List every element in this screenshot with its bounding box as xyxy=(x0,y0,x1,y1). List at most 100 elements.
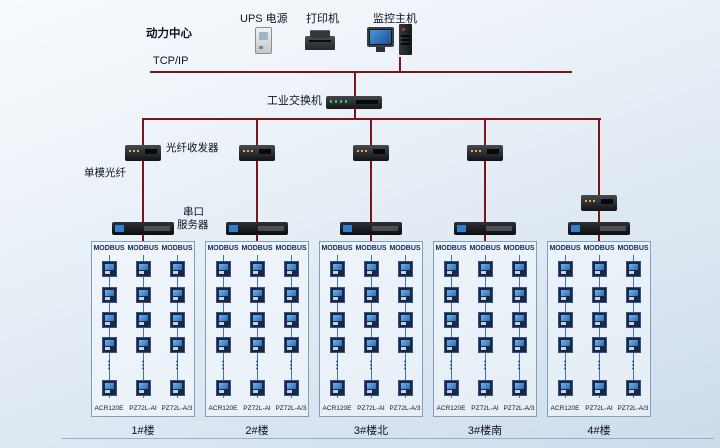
power-meter-icon xyxy=(329,286,345,303)
power-meter-icon xyxy=(477,379,493,396)
branch-drop-line xyxy=(484,118,486,145)
power-meter-icon xyxy=(443,337,459,354)
fiber-transceiver-icon xyxy=(581,195,617,211)
switch-downlink-line xyxy=(354,108,356,119)
power-meter-icon xyxy=(625,311,641,328)
power-meter-icon xyxy=(591,311,607,328)
monitor-icon xyxy=(367,27,394,52)
meter-model-label: ACR120E xyxy=(208,404,238,412)
power-meter-icon xyxy=(169,311,185,328)
power-meter-icon xyxy=(215,261,231,278)
power-meter-icon xyxy=(363,286,379,303)
power-meter-icon xyxy=(249,337,265,354)
power-meter-icon xyxy=(135,337,151,354)
modbus-column: MODBUS ⋮ ACR120E xyxy=(206,242,240,416)
power-meter-icon xyxy=(477,311,493,328)
modbus-label: MODBUS xyxy=(161,245,193,252)
modbus-label: MODBUS xyxy=(127,245,159,252)
power-meter-icon xyxy=(557,261,573,278)
modbus-label: MODBUS xyxy=(469,245,501,252)
ellipsis-label: ⋮ xyxy=(366,360,376,372)
power-meter-icon xyxy=(363,379,379,396)
ups-label: UPS 电源 xyxy=(240,13,288,25)
ellipsis-label: ⋮ xyxy=(446,360,456,372)
power-meter-icon xyxy=(283,379,299,396)
power-meter-icon xyxy=(249,311,265,328)
power-meter-icon xyxy=(215,379,231,396)
modbus-label: MODBUS xyxy=(207,245,239,252)
power-meter-icon xyxy=(397,311,413,328)
modbus-column: MODBUS⋮ACR120E xyxy=(434,242,468,416)
industrial-switch-label: 工业交换机 xyxy=(267,95,322,107)
host-label: 监控主机 xyxy=(373,13,417,25)
ellipsis-label: ⋮ xyxy=(104,360,114,372)
power-meter-icon xyxy=(591,337,607,354)
power-meter-icon xyxy=(249,286,265,303)
server-to-box-line xyxy=(256,235,258,241)
power-meter-icon xyxy=(443,379,459,396)
power-meter-icon xyxy=(477,286,493,303)
power-meter-icon xyxy=(249,261,265,278)
meter-model-label: PZ72L-A/3 xyxy=(389,404,421,412)
modbus-label: MODBUS xyxy=(275,245,307,252)
power-meter-icon xyxy=(363,261,379,278)
switch-uplink-line xyxy=(354,73,356,97)
power-meter-icon xyxy=(511,261,527,278)
serial-server-icon xyxy=(568,222,630,235)
branch-drop-line xyxy=(142,118,144,145)
ellipsis-label: ⋮ xyxy=(594,360,604,372)
fiber-link-line xyxy=(598,211,600,222)
power-meter-icon xyxy=(101,379,117,396)
modbus-column: MODBUS⋮PZ72L-AI xyxy=(468,242,502,416)
modbus-column: MODBUS⋮PZ72L-A/3 xyxy=(616,242,650,416)
power-meter-icon xyxy=(169,261,185,278)
tcpip-bus-line xyxy=(150,71,572,73)
power-meter-icon xyxy=(511,379,527,396)
printer-label: 打印机 xyxy=(306,13,339,25)
power-meter-icon xyxy=(443,261,459,278)
building-label: 2#楼 xyxy=(245,425,269,437)
building-label: 3#楼北 xyxy=(353,425,389,437)
building-label: 3#楼南 xyxy=(467,425,503,437)
ellipsis-label: ⋮ xyxy=(138,360,148,372)
fiber-link-line xyxy=(484,161,486,222)
modbus-column: MODBUS⋮PZ72L-AI xyxy=(126,242,160,416)
power-meter-icon xyxy=(591,261,607,278)
fiber-link-line xyxy=(370,161,372,222)
power-meter-icon xyxy=(101,261,117,278)
power-meter-icon xyxy=(443,311,459,328)
modbus-label: MODBUS xyxy=(503,245,535,252)
power-center-label: 动力中心 xyxy=(146,28,192,40)
meter-model-label: PZ72L-AI xyxy=(243,404,271,412)
modbus-column: MODBUS⋮ACR120E xyxy=(548,242,582,416)
power-meter-icon xyxy=(135,286,151,303)
ellipsis-label: ⋮ xyxy=(218,360,228,372)
power-meter-icon xyxy=(215,286,231,303)
power-meter-icon xyxy=(329,379,345,396)
branch-drop-line xyxy=(598,118,600,195)
power-meter-icon xyxy=(511,337,527,354)
power-meter-icon xyxy=(397,337,413,354)
power-meter-icon xyxy=(135,311,151,328)
serial-server-label-line2: 服务器 xyxy=(177,219,209,231)
ellipsis-label: ⋮ xyxy=(286,360,296,372)
modbus-label: MODBUS xyxy=(93,245,125,252)
fiber-transceiver-icon xyxy=(467,145,503,161)
power-meter-icon xyxy=(511,286,527,303)
power-meter-icon xyxy=(283,311,299,328)
modbus-label: MODBUS xyxy=(321,245,353,252)
server-to-box-line xyxy=(370,235,372,241)
ellipsis-label: ⋮ xyxy=(172,360,182,372)
serial-server-icon xyxy=(112,222,174,235)
modbus-label: MODBUS xyxy=(583,245,615,252)
power-meter-icon xyxy=(625,261,641,278)
serial-server-label-line1: 串口 xyxy=(183,206,204,218)
power-meter-icon xyxy=(477,337,493,354)
power-meter-icon xyxy=(215,311,231,328)
power-meter-icon xyxy=(101,311,117,328)
meter-model-label: PZ72L-AI xyxy=(585,404,613,412)
